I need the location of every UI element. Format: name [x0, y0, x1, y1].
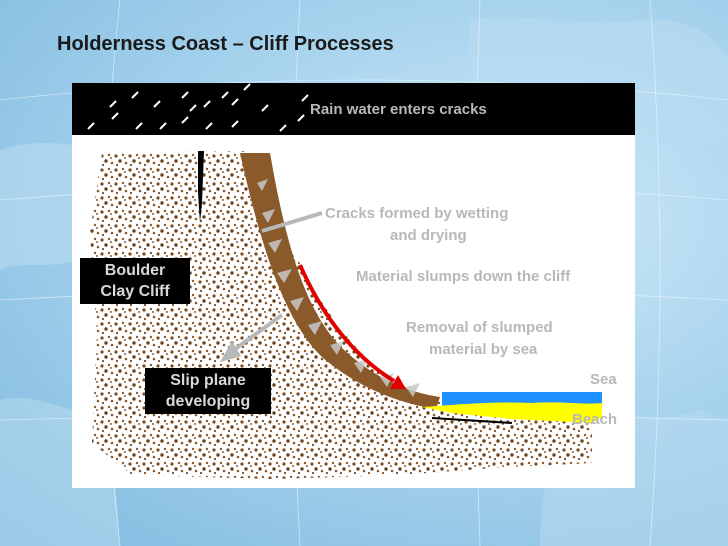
slumps-label: Material slumps down the cliff — [356, 268, 571, 285]
boulder-clay-mass — [90, 151, 592, 479]
boulder-clay-label: Boulder Clay Cliff — [80, 258, 190, 304]
pointer-arrows — [219, 211, 323, 363]
rain-streaks — [87, 83, 309, 132]
boulder-clay-line2: Clay Cliff — [100, 283, 170, 300]
cracks-label-line2: and drying — [390, 227, 467, 244]
top-crack — [198, 151, 204, 223]
slip-plane-label: Slip plane developing — [145, 368, 271, 414]
slip-plane-line2: developing — [165, 393, 251, 410]
rain-sky-band — [72, 83, 635, 135]
cracks-label-line1: Cracks formed by wetting — [325, 205, 509, 222]
sea-water — [442, 392, 602, 406]
crack-marks — [257, 179, 420, 397]
beach-sand — [422, 402, 602, 423]
removal-label-line2: material by sea — [429, 341, 538, 358]
removal-label-line1: Removal of slumped — [406, 319, 553, 336]
slide-title: Holderness Coast – Cliff Processes — [57, 33, 394, 55]
slumped-material-band — [240, 153, 440, 409]
slump-direction-arrow — [298, 264, 406, 389]
slip-plane-line1: Slip plane — [170, 372, 246, 389]
boulder-clay-line1: Boulder — [104, 262, 166, 279]
rain-label: Rain water enters cracks — [310, 101, 487, 118]
beach-label: Beach — [572, 411, 618, 428]
sea-label: Sea — [590, 371, 617, 388]
